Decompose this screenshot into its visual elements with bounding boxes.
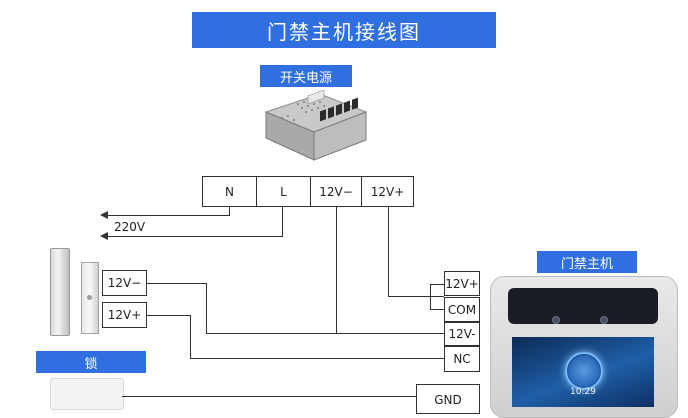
terminal-camera-bar	[508, 288, 658, 324]
wire-lock-plus-right	[147, 315, 191, 316]
lock-terminal-12v-minus: 12V−	[102, 270, 147, 296]
camera-icon	[552, 316, 560, 324]
host-terminal-12v-plus: 12V+	[444, 271, 480, 296]
wire-bridge-top	[430, 284, 444, 285]
wire-l-down	[282, 207, 283, 237]
wire-lock-minus-down	[206, 283, 207, 334]
wire-psu-12v-plus-to-host	[388, 296, 444, 297]
magnetic-lock-body	[50, 248, 70, 336]
lock-label: 锁	[36, 351, 146, 373]
wire-lock-minus-right	[147, 283, 207, 284]
psu-terminal-n: N	[202, 176, 257, 207]
wire-bridge-vertical	[430, 284, 431, 310]
wire-psu-12v-plus-down	[388, 207, 389, 297]
power-supply-image	[264, 90, 368, 161]
wire-n-down	[229, 207, 230, 216]
host-terminal-12v-minus: 12V-	[444, 322, 480, 346]
wire-n-horizontal	[108, 215, 230, 216]
access-host-label: 门禁主机	[537, 251, 637, 273]
host-terminal-com: COM	[444, 297, 480, 322]
exit-button-image	[50, 378, 124, 410]
host-terminal-nc: NC	[444, 346, 480, 372]
wire-psu-12v-minus	[336, 207, 337, 333]
wire-bottom	[122, 396, 416, 397]
face-recognition-icon	[565, 352, 603, 390]
mains-voltage-label: 220V	[114, 220, 146, 234]
camera-icon	[600, 316, 608, 324]
wire-lock-plus-to-nc	[190, 358, 444, 359]
host-terminal-gnd: GND	[416, 384, 480, 414]
wire-bridge-bottom	[430, 309, 444, 310]
psu-terminal-l: L	[256, 176, 311, 207]
magnetic-lock-armature	[81, 262, 99, 334]
psu-terminal-12v-plus: 12V+	[361, 176, 414, 207]
psu-terminal-12v-minus: 12V−	[310, 176, 362, 207]
wire-lock-plus-down	[190, 315, 191, 359]
lock-terminal-12v-plus: 12V+	[102, 302, 147, 328]
power-supply-label: 开关电源	[260, 65, 352, 87]
arrow-l	[100, 232, 108, 240]
arrow-n	[100, 211, 108, 219]
wire-lock-minus-to-host	[206, 333, 444, 334]
wire-l-horizontal	[108, 236, 283, 237]
diagram-title: 门禁主机接线图	[192, 12, 496, 48]
screen-time: 10:29	[570, 387, 596, 397]
